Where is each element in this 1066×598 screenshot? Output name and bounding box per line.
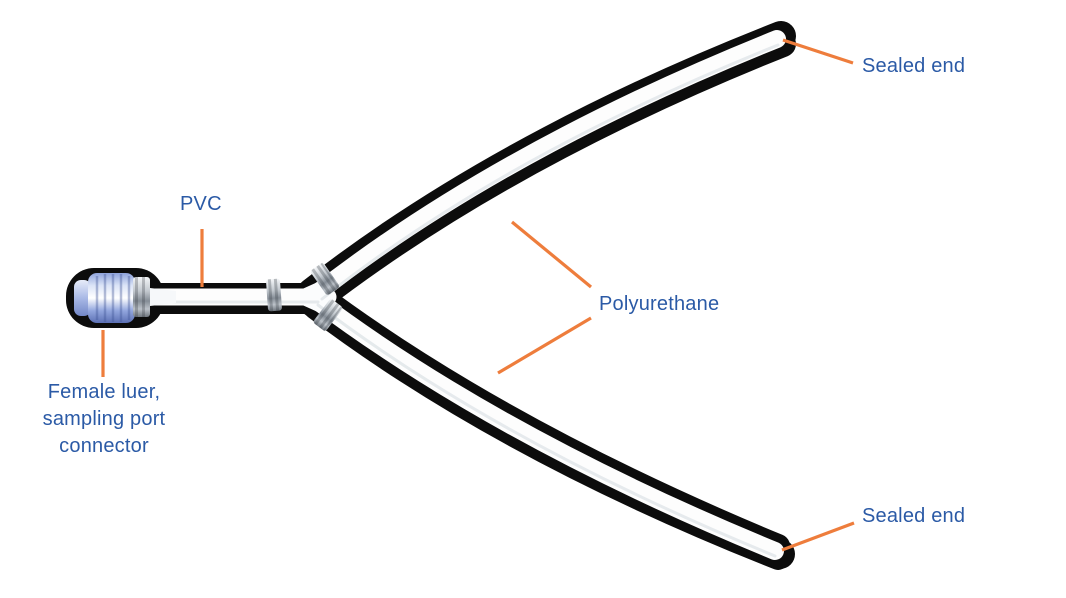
lower-branch-tube-polyurethane: [307, 291, 784, 560]
label-sealed-end-top: Sealed end: [862, 55, 966, 77]
metal-collar: [133, 277, 150, 317]
luer-barrel: [88, 273, 135, 323]
leader-line-polyurethane-lower: [497, 316, 592, 375]
upper-branch-tube-polyurethane: [307, 30, 786, 303]
label-female-luer-sampling-port: Female luer, sampling port connector: [14, 379, 194, 459]
tubing: [139, 30, 786, 560]
luer-taper: [150, 288, 176, 306]
label-female-luer-line2: sampling port: [42, 407, 166, 430]
luer-end-cap: [74, 280, 91, 316]
female-luer-connector: [74, 273, 176, 323]
label-polyurethane: Polyurethane: [599, 293, 720, 315]
label-pvc: PVC: [180, 193, 222, 215]
label-female-luer-line1: Female luer,: [47, 381, 161, 403]
tube-shading: [150, 43, 780, 558]
label-female-luer-line3: connector: [59, 434, 149, 457]
leader-lines: [101, 38, 855, 552]
crimp-ring-main: [266, 278, 282, 312]
leader-line-sealed-end-top: [782, 38, 854, 65]
crimp-ring-lower: [313, 299, 343, 332]
label-sealed-end-bottom: Sealed end: [862, 505, 966, 527]
crimp-ring-upper: [311, 262, 340, 295]
luer-ribs: [95, 274, 131, 322]
leader-line-sealed-end-bottom: [781, 521, 855, 552]
leader-line-polyurethane-upper: [510, 220, 593, 289]
